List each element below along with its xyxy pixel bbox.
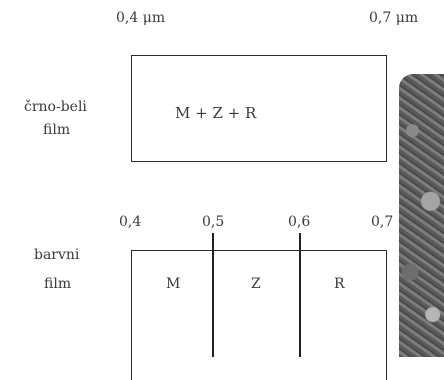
- color-band-m: M: [166, 276, 181, 292]
- color-band-r: R: [334, 276, 345, 292]
- bw-film-label-line1: črno-beli: [24, 99, 87, 115]
- color-tick-0-5: 0,5: [202, 214, 225, 230]
- color-film-label-line1: barvni: [34, 247, 80, 263]
- color-band-z: Z: [251, 276, 261, 292]
- aerial-photo-image: [399, 74, 444, 357]
- bw-scale-end: 0,7 μm: [369, 10, 419, 26]
- color-divider-2: [299, 233, 301, 357]
- color-film-label-line2: film: [44, 276, 72, 292]
- color-film-box: [131, 250, 387, 380]
- color-tick-0-4: 0,4: [119, 214, 142, 230]
- bw-film-content: M + Z + R: [175, 104, 257, 122]
- color-tick-0-7: 0,7: [371, 214, 394, 230]
- color-divider-1: [212, 233, 214, 357]
- bw-scale-start: 0,4 μm: [116, 10, 166, 26]
- color-tick-0-6: 0,6: [288, 214, 311, 230]
- bw-film-label-line2: film: [43, 122, 71, 138]
- bw-film-box: [131, 55, 387, 162]
